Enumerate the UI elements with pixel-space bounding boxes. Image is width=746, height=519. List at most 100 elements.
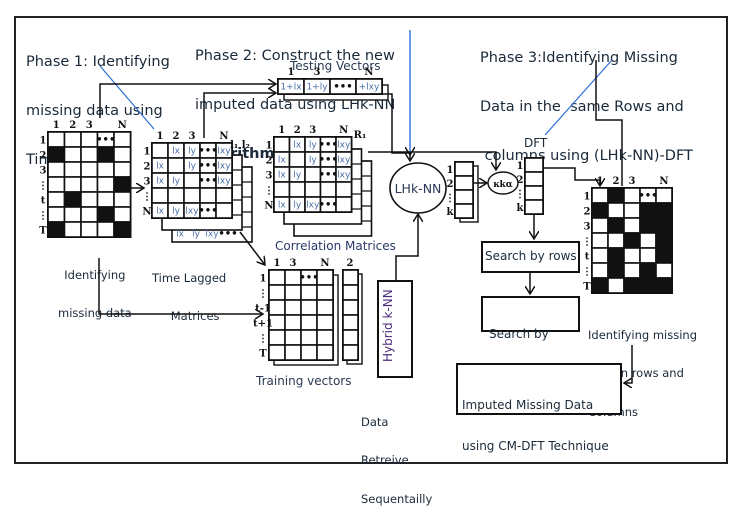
training-column-cell: [342, 329, 359, 346]
row-header: 3: [266, 171, 273, 182]
row-header: 1: [584, 192, 591, 203]
row-header: ⋮: [258, 289, 268, 300]
lag-cell-text: lxy: [205, 230, 219, 240]
missing-matrix-cell: [96, 221, 115, 238]
lag-cell-text: ly: [192, 230, 201, 240]
row-header: 1: [517, 161, 524, 172]
result-matrix-cell: [591, 277, 609, 294]
corr-cell-text: ly: [293, 171, 302, 181]
time-lag-matrix-cell: [167, 157, 185, 174]
result-matrix-cell: [655, 232, 673, 249]
missing-matrix-cell: [113, 221, 132, 238]
lag-cell-text: ly: [172, 207, 181, 217]
arrow-missing-to-testing: [99, 84, 276, 118]
training-matrix-cell: [268, 344, 286, 361]
time-lag-matrix-cell: [215, 202, 233, 219]
training-matrix-cell: [268, 284, 286, 301]
missing-matrix-cell: [113, 161, 132, 178]
missing-matrix-cell: [47, 206, 66, 223]
time-lagged-label: Time Lagged Matrices: [152, 246, 226, 336]
col-header: 2: [613, 176, 620, 187]
search-by-columns-box: Search by columns: [481, 296, 580, 382]
correlation-matrix-cell: [273, 181, 291, 198]
training-matrix-cell: [316, 344, 334, 361]
row-header: 1: [40, 136, 47, 147]
lag-cell-text: lxy: [217, 177, 231, 187]
phase3-title: Phase 3:Identifying Missing Data in the …: [480, 18, 693, 180]
dft-label: DFT: [524, 136, 548, 150]
label-line: Time Lagged: [152, 270, 227, 285]
result-matrix-cell: [639, 247, 657, 264]
arrow-hybrid-to-lhknn: [395, 214, 418, 280]
training-matrix-cell: [284, 299, 302, 316]
arrow-lag-to-testing: [203, 93, 276, 138]
dft-vector-cell: [524, 157, 544, 173]
arrow-corr-to-kkt: [368, 151, 496, 170]
training-matrix-cell: [268, 299, 286, 316]
col-header: 2: [69, 120, 76, 131]
row-header: k: [447, 207, 455, 218]
corr-cell-text: •••: [319, 170, 338, 181]
corr-cell-text: lx: [278, 201, 287, 211]
kkt-text: ĸkα: [493, 180, 512, 190]
col-header: N: [659, 176, 668, 187]
lag-cell-text: lx: [156, 162, 165, 172]
col-header: 3: [629, 176, 636, 187]
missing-matrix-cell: [113, 206, 132, 223]
col-header: 3: [86, 120, 93, 131]
result-matrix-cell: [639, 232, 657, 249]
result-matrix-cell: [623, 217, 641, 234]
training-column-cell: [342, 344, 359, 361]
col-header: N: [320, 258, 329, 269]
corr-cell-text: lxy: [306, 201, 320, 211]
label-line: Retreive: [361, 453, 409, 468]
missing-matrix-cell: [47, 191, 66, 208]
col-header: 2: [294, 125, 301, 136]
row-header: ⋮: [582, 267, 592, 278]
time-lag-matrix-cell: [151, 187, 169, 204]
row-header: ⋮: [582, 237, 592, 248]
corr-cell-text: lx: [278, 156, 287, 166]
arrow-lag-to-training: [239, 231, 265, 265]
result-matrix-cell: [639, 277, 657, 294]
row-header: t-1: [255, 304, 271, 315]
result-matrix-cell: [607, 187, 625, 204]
correlation-matrix-cell: [288, 151, 306, 168]
row-header: 2: [517, 175, 524, 186]
col-header: 3: [290, 258, 297, 269]
phase1-line1: Phase 1: Identifying: [26, 54, 170, 71]
lhknn-text: LHk-NN: [395, 181, 442, 196]
training-matrix-cell: [316, 269, 334, 286]
result-matrix-cell: [591, 262, 609, 279]
result-matrix-cell: [655, 262, 673, 279]
row-header: N: [264, 201, 273, 212]
correlation-matrix-cell: [319, 181, 337, 198]
missing-matrix-cell: [80, 176, 99, 193]
search-by-rows-box: Search by rows: [481, 241, 580, 273]
missing-matrix-cell: [80, 131, 99, 148]
result-matrix-cell: [639, 202, 657, 219]
corr-cell-text: ly: [293, 201, 302, 211]
col-header: 3: [189, 131, 196, 142]
dft-vector-cell: [524, 171, 544, 187]
training-matrix-cell: [268, 269, 286, 286]
row-header: 1: [266, 141, 273, 152]
missing-matrix-cell: [63, 206, 82, 223]
missing-matrix-cell: [47, 131, 66, 148]
col-header: 2: [347, 258, 354, 269]
label-line: Imputed Missing Data: [462, 397, 594, 412]
missing-matrix-cell: [96, 206, 115, 223]
row-header: ⋮: [445, 193, 455, 204]
missing-matrix-cell: [113, 131, 132, 148]
row-header: 1: [260, 274, 267, 285]
missing-matrix-cell: [80, 221, 99, 238]
training-column-cell: [342, 269, 359, 286]
col-header: N: [219, 131, 228, 142]
result-matrix-cell: [591, 187, 609, 204]
training-matrix-cell: [300, 299, 318, 316]
training-matrix-cell: [316, 299, 334, 316]
result-matrix-cell: [623, 262, 641, 279]
missing-matrix-cell: [96, 161, 115, 178]
result-matrix-cell: [655, 202, 673, 219]
knn-vector-cell: [454, 189, 474, 205]
